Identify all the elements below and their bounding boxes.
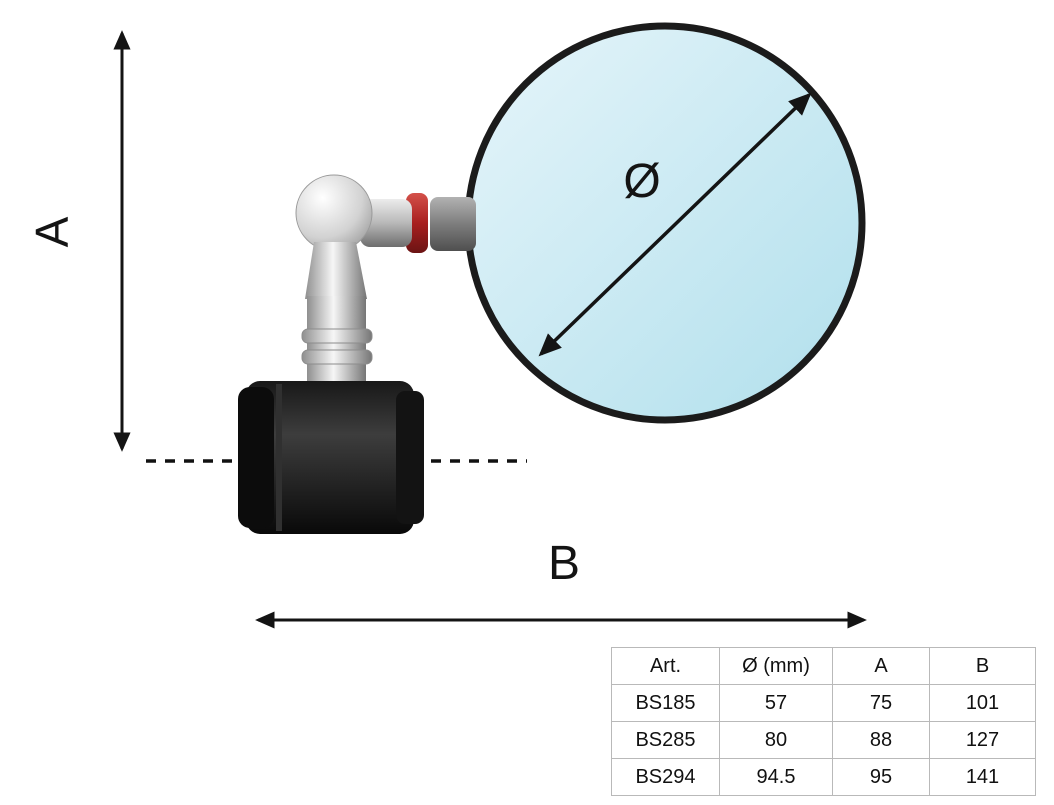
- height-label: A: [26, 216, 78, 248]
- diameter-label: Ø: [623, 155, 661, 208]
- mirror-glass: [464, 22, 866, 424]
- chrome-neck: [360, 199, 412, 247]
- cell-diameter: 80: [719, 721, 833, 759]
- cell-a: 75: [832, 684, 930, 722]
- dimensions-table: Art. Ø (mm) A B BS185 57 75 101 BS285 80…: [611, 647, 1036, 796]
- table-row: BS285 80 88 127: [611, 721, 1036, 759]
- stem-ridge: [301, 328, 373, 344]
- cell-art: BS185: [611, 684, 720, 722]
- cell-diameter: 94.5: [719, 758, 833, 796]
- cell-b: 127: [929, 721, 1036, 759]
- table-header-row: Art. Ø (mm) A B: [611, 647, 1036, 685]
- header-art: Art.: [611, 647, 720, 685]
- bar-end-clamp: [238, 381, 424, 534]
- width-label: B: [547, 537, 580, 590]
- diameter-arrow: [538, 92, 812, 357]
- cell-b: 101: [929, 684, 1036, 722]
- stem-ridge: [301, 349, 373, 365]
- cell-diameter: 57: [719, 684, 833, 722]
- cell-art: BS294: [611, 758, 720, 796]
- table-row: BS185 57 75 101: [611, 684, 1036, 722]
- cell-art: BS285: [611, 721, 720, 759]
- mirror-stem: [295, 174, 476, 408]
- cell-a: 95: [832, 758, 930, 796]
- cell-b: 141: [929, 758, 1036, 796]
- header-diameter: Ø (mm): [719, 647, 833, 685]
- mirror-connector: [430, 197, 476, 251]
- table-row: BS294 94.5 95 141: [611, 758, 1036, 796]
- cell-a: 88: [832, 721, 930, 759]
- header-b: B: [929, 647, 1036, 685]
- header-a: A: [832, 647, 930, 685]
- stem-cone: [305, 242, 367, 299]
- ball-joint: [295, 174, 373, 252]
